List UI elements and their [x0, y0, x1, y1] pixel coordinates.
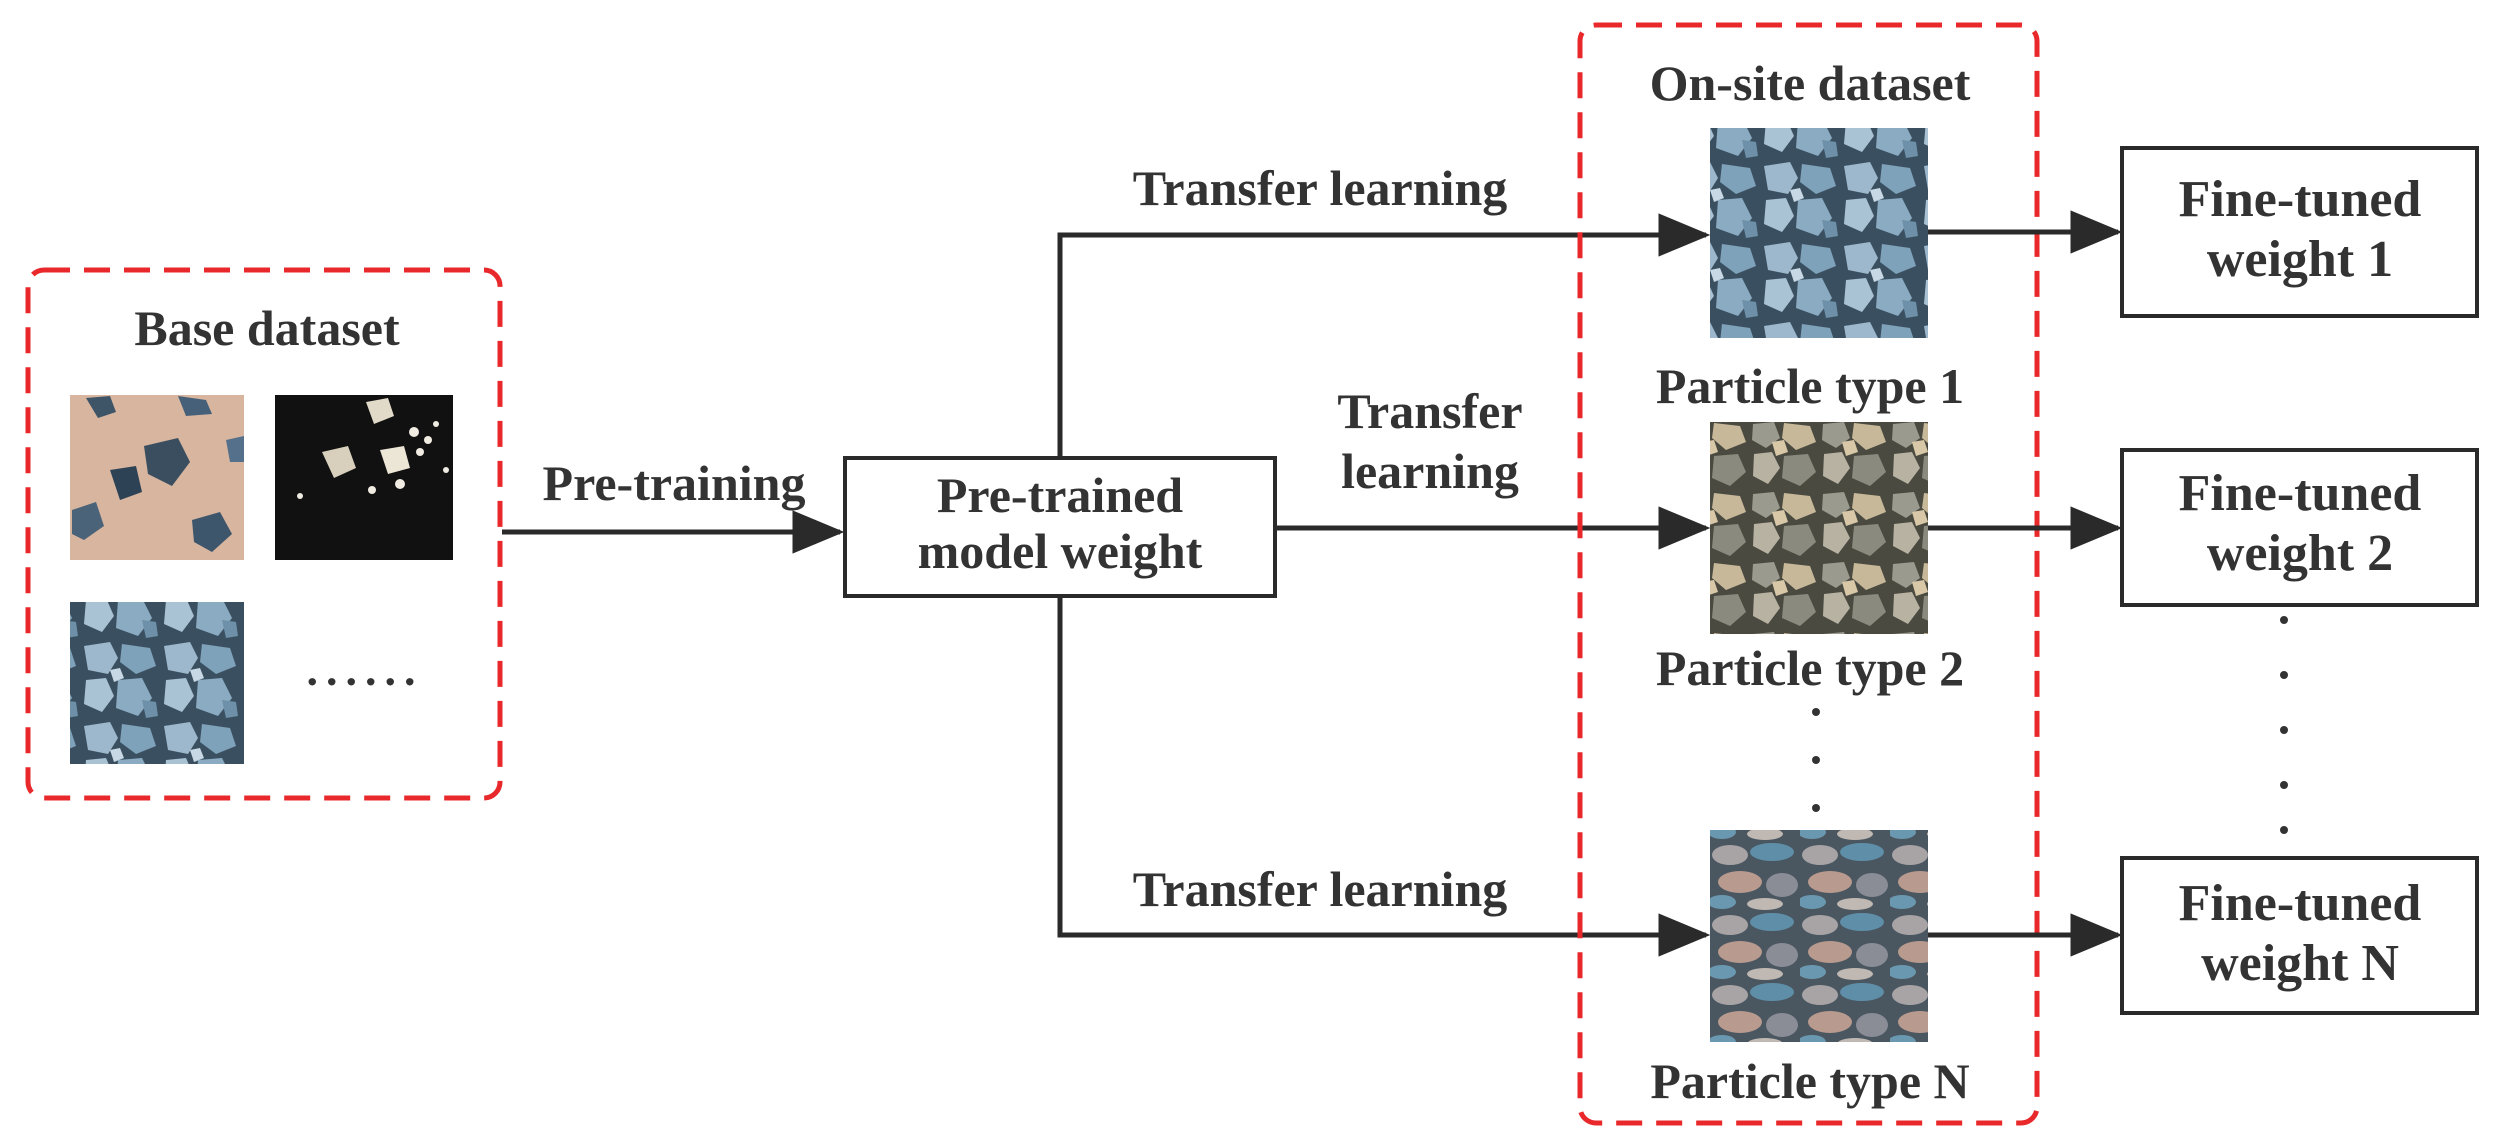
rock-sample-beige-image	[70, 395, 244, 560]
branch-line-bottom	[1057, 596, 1711, 957]
onsite-dataset-title: On-site dataset	[1650, 55, 1971, 111]
finetuned-weight-2-line1: Fine-tuned	[2179, 465, 2422, 522]
rock-sample-black-image	[275, 395, 453, 560]
particle-type-1-image	[1710, 128, 1928, 338]
base-dataset-ellipsis: ......	[307, 644, 424, 695]
finetuned-weight-1-line1: Fine-tuned	[2179, 171, 2422, 228]
finetuned-weight-2-line2: weight 2	[2207, 525, 2393, 582]
transfer-label-top: Transfer learning	[1133, 160, 1508, 216]
base-dataset-title: Base dataset	[134, 300, 400, 356]
pretraining-label: Pre-training	[543, 455, 806, 511]
particle-type-1-label: Particle type 1	[1656, 358, 1964, 414]
base-dataset-group-border	[25, 267, 503, 801]
particle-type-2-image	[1710, 422, 1928, 634]
particle-type-2-label: Particle type 2	[1656, 640, 1964, 696]
particle-type-n-label: Particle type N	[1650, 1053, 1969, 1109]
onsite-dataset-group-border	[1577, 22, 2040, 1126]
transfer-label-bottom: Transfer learning	[1133, 861, 1508, 917]
finetuned-weight-n-line1: Fine-tuned	[2179, 875, 2422, 932]
onsite-vertical-ellipsis	[1812, 708, 1820, 812]
finetuned-weight-n-box	[2120, 856, 2479, 1015]
pretrained-model-box	[843, 456, 1277, 598]
branch-line-top	[1057, 213, 1711, 458]
transfer-label-middle-line2: learning	[1341, 443, 1519, 499]
finetuned-weight-1-line2: weight 1	[2207, 231, 2393, 288]
finetuned-weight-2-box	[2120, 448, 2479, 607]
finetuned-weight-n-line2: weight N	[2201, 935, 2399, 992]
finetuned-vertical-ellipsis	[2280, 616, 2288, 834]
pretrained-model-line1: Pre-trained	[937, 467, 1183, 523]
pretrained-model-line2: model weight	[918, 523, 1203, 579]
finetuned-weight-1-box	[2120, 146, 2479, 318]
particle-type-n-image	[1710, 830, 1928, 1042]
transfer-label-middle-line1: Transfer	[1337, 383, 1522, 439]
rock-sample-crushed-image	[70, 602, 244, 764]
